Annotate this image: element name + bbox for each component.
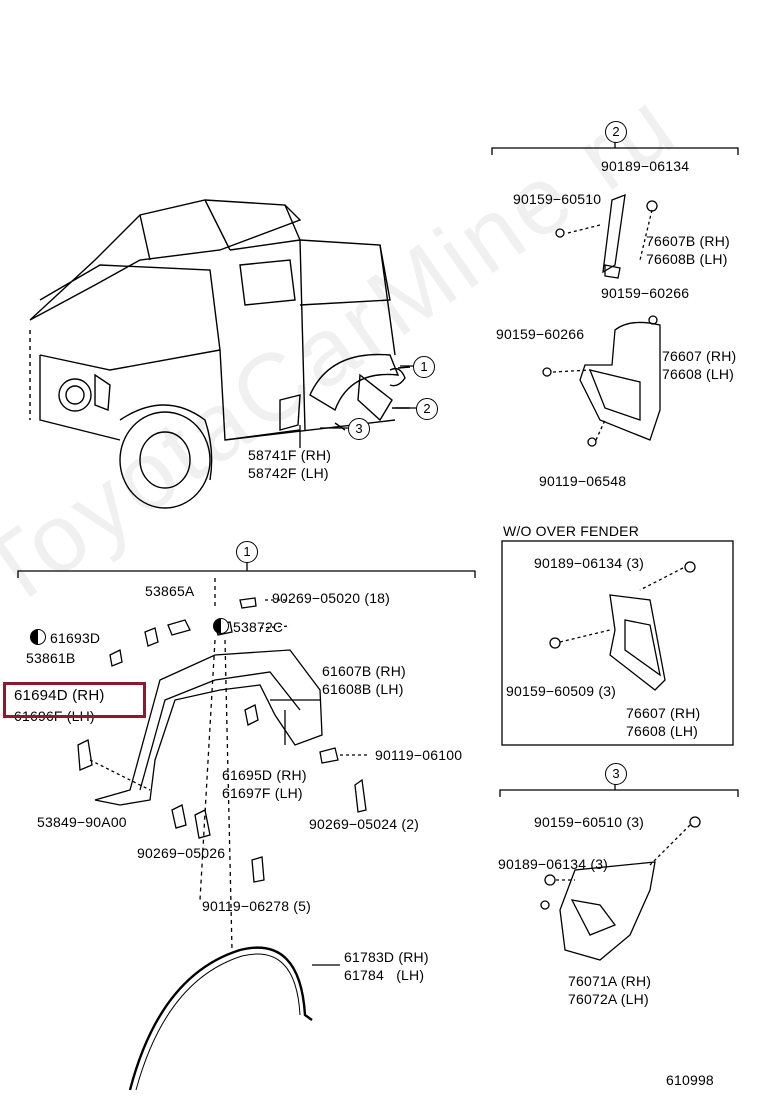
part-90269-05024[interactable]: 90269−05024 (2) <box>309 816 420 832</box>
part-wo-90159-60509[interactable]: 90159−60509 (3) <box>506 683 617 699</box>
part-61693D[interactable]: 61693D <box>30 629 100 646</box>
wo-over-fender-title: W/O OVER FENDER <box>503 523 640 539</box>
half-circle-icon <box>213 618 229 634</box>
part-90159-60510[interactable]: 90159−60510 <box>513 191 602 207</box>
part-53872C[interactable]: 53872C <box>213 618 283 635</box>
part-90159-60266-b[interactable]: 90159−60266 <box>496 326 585 342</box>
part-58741F[interactable]: 58741F (RH) 58742F (LH) <box>248 447 332 481</box>
part-61607B[interactable]: 61607B (RH) 61608B (LH) <box>322 663 406 697</box>
part-90119-06100[interactable]: 90119−06100 <box>375 747 463 763</box>
callout-2[interactable]: 2 <box>416 398 438 420</box>
part-90119-06548[interactable]: 90119−06548 <box>539 473 627 489</box>
part-61694D[interactable]: 61694D (RH) <box>14 687 105 704</box>
wo-fender-mudflap <box>549 561 696 691</box>
part-76607[interactable]: 76607 (RH) 76608 (LH) <box>662 348 737 382</box>
part-53861B[interactable]: 53861B <box>26 650 76 666</box>
section-1-title: 1 <box>236 541 258 563</box>
section-3-mudflap <box>540 816 701 961</box>
part-3-90159-60510[interactable]: 90159−60510 (3) <box>534 814 645 830</box>
half-circle-icon <box>30 629 46 645</box>
part-76071A[interactable]: 76071A (RH) 76072A (LH) <box>568 973 652 1007</box>
vehicle-illustration <box>29 199 411 509</box>
part-53849-90A00[interactable]: 53849−90A00 <box>37 814 127 830</box>
part-53865A[interactable]: 53865A <box>145 583 195 599</box>
callout-3[interactable]: 3 <box>348 418 370 440</box>
fender-flare-drawing <box>77 578 370 1091</box>
section-2-parts <box>542 193 661 447</box>
section-3-title: 3 <box>605 763 627 785</box>
callout-1[interactable]: 1 <box>413 356 435 378</box>
part-76607B[interactable]: 76607B (RH) 76608B (LH) <box>646 233 730 267</box>
section-2-title: 2 <box>605 121 627 143</box>
part-90269-05020[interactable]: 90269−05020 (18) <box>272 590 391 606</box>
part-90269-05026[interactable]: 90269−05026 <box>137 845 226 861</box>
part-wo-90189-06134[interactable]: 90189−06134 (3) <box>534 555 645 571</box>
part-90189-06134[interactable]: 90189−06134 <box>601 158 690 174</box>
highlighted-part-box[interactable] <box>3 682 146 718</box>
part-61695D[interactable]: 61695D (RH) 61697F (LH) <box>222 767 307 801</box>
part-3-90189-06134[interactable]: 90189−06134 (3) <box>498 856 609 872</box>
part-90159-60266-a[interactable]: 90159−60266 <box>601 285 690 301</box>
part-61783D[interactable]: 61783D (RH) 61784 (LH) <box>344 949 429 983</box>
part-wo-76607[interactable]: 76607 (RH) 76608 (LH) <box>626 705 701 739</box>
part-90119-06278[interactable]: 90119−06278 (5) <box>202 898 311 914</box>
diagram-number: 610998 <box>666 1072 714 1088</box>
